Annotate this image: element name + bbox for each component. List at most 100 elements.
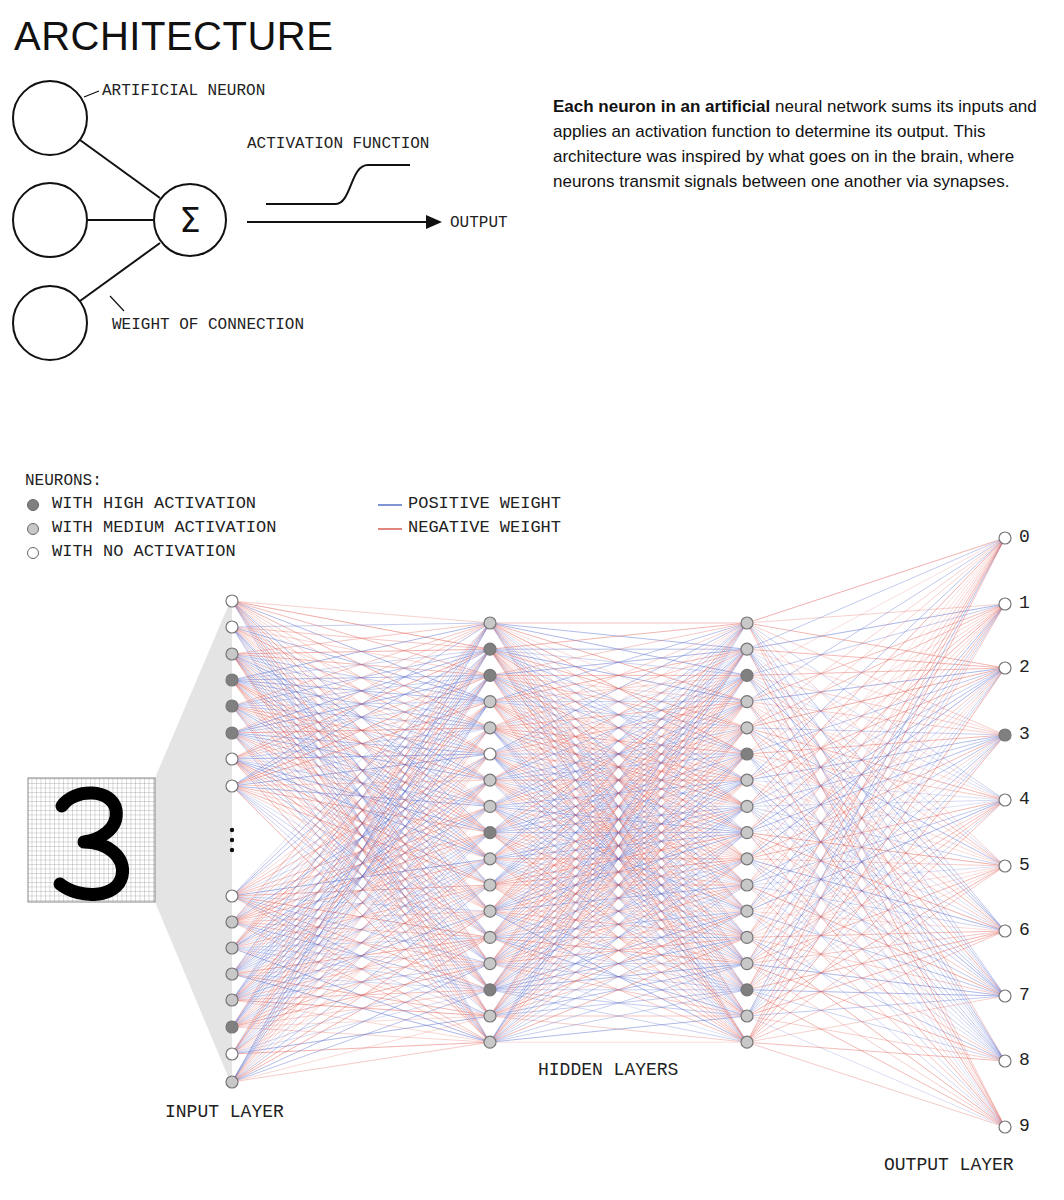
legend-text: NEGATIVE WEIGHT bbox=[408, 518, 561, 538]
weight-line bbox=[747, 538, 1005, 937]
weight-line bbox=[490, 623, 747, 1042]
weight-line bbox=[747, 859, 1005, 996]
legend-text: WITH HIGH ACTIVATION bbox=[52, 494, 256, 514]
weight-line bbox=[232, 654, 490, 937]
weight-line bbox=[747, 885, 1005, 1061]
network-neuron bbox=[741, 958, 753, 970]
input-neuron bbox=[13, 286, 87, 360]
weight-line bbox=[747, 668, 1005, 937]
description-paragraph: Each neuron in an artificial neural netw… bbox=[553, 94, 1058, 194]
weight-line bbox=[490, 911, 747, 1042]
weight-line bbox=[232, 806, 490, 1082]
class-digit: 7 bbox=[1019, 985, 1030, 1007]
weight-line bbox=[232, 1042, 490, 1082]
weight-line bbox=[232, 649, 490, 786]
weight-line bbox=[747, 866, 1005, 1042]
network-neuron bbox=[741, 669, 753, 681]
weight-line bbox=[747, 800, 1005, 1016]
weight-line bbox=[490, 623, 747, 649]
network-neuron bbox=[741, 748, 753, 760]
weight-line bbox=[747, 735, 1005, 1042]
weight-line bbox=[490, 728, 747, 1042]
weight-line bbox=[232, 859, 490, 1082]
network-neuron bbox=[226, 1048, 238, 1060]
weight-line bbox=[747, 702, 1005, 996]
legend-text: WITH MEDIUM ACTIVATION bbox=[52, 518, 276, 538]
legend-swatch bbox=[27, 523, 39, 535]
weight-line bbox=[490, 649, 747, 1042]
weight-line bbox=[747, 702, 1005, 1061]
network-neuron bbox=[999, 532, 1011, 544]
weight-line bbox=[490, 623, 747, 675]
weight-line bbox=[747, 964, 1005, 1127]
weight-line bbox=[490, 728, 747, 1042]
ellipsis-dot bbox=[230, 848, 234, 852]
weight-line bbox=[747, 604, 1005, 702]
network-neuron bbox=[999, 1055, 1011, 1067]
weight-line bbox=[490, 623, 747, 833]
weight-line bbox=[490, 964, 747, 1043]
weight-line bbox=[747, 735, 1005, 964]
weight-line bbox=[747, 604, 1005, 911]
weight-line bbox=[232, 754, 490, 1054]
weight-line bbox=[490, 702, 747, 1043]
weight-line bbox=[232, 728, 490, 1054]
weight-line bbox=[490, 990, 747, 1042]
class-digit: 5 bbox=[1019, 855, 1030, 877]
input-neuron bbox=[13, 81, 87, 155]
description-lead: Each neuron in an artificial bbox=[553, 97, 770, 116]
weight-line bbox=[747, 623, 1005, 1061]
weight-line bbox=[747, 990, 1005, 996]
weight-line bbox=[232, 654, 490, 1016]
input-neuron bbox=[13, 183, 87, 257]
network-neuron bbox=[999, 598, 1011, 610]
weight-line bbox=[747, 675, 1005, 1061]
network-neuron bbox=[226, 890, 238, 902]
network-neuron bbox=[226, 727, 238, 739]
weight-line bbox=[747, 604, 1005, 990]
weight-line bbox=[747, 931, 1005, 1042]
class-digit: 3 bbox=[1019, 724, 1030, 746]
weight-line bbox=[747, 538, 1005, 780]
leader-line bbox=[110, 296, 124, 311]
network-neuron bbox=[999, 925, 1011, 937]
weight-line bbox=[490, 780, 747, 1042]
legend-line-sample bbox=[378, 528, 402, 530]
digit-image bbox=[28, 778, 155, 902]
projection-band bbox=[155, 597, 232, 1086]
weight-line bbox=[232, 833, 490, 1082]
network-neuron bbox=[484, 774, 496, 786]
weight-line bbox=[232, 675, 490, 1054]
weight-line bbox=[232, 885, 490, 1082]
network-neuron bbox=[226, 916, 238, 928]
weight-line bbox=[490, 623, 747, 1042]
weight-line bbox=[747, 1042, 1005, 1127]
callout-label: WEIGHT OF CONNECTION bbox=[112, 316, 304, 335]
ellipsis-dot bbox=[230, 838, 234, 842]
weight-line bbox=[747, 604, 1005, 833]
weight-line bbox=[490, 623, 747, 937]
weight-line bbox=[490, 623, 747, 937]
weight-lines bbox=[232, 538, 1005, 1127]
weight-line bbox=[747, 735, 1005, 1016]
network-neuron bbox=[741, 827, 753, 839]
weight-line bbox=[490, 990, 747, 1042]
weight-line bbox=[747, 702, 1005, 1127]
weight-line bbox=[747, 538, 1005, 675]
network-neuron bbox=[741, 853, 753, 865]
class-digit: 4 bbox=[1019, 789, 1030, 811]
weight-line bbox=[747, 604, 1005, 937]
weight-line bbox=[232, 702, 490, 1054]
network-neuron bbox=[741, 905, 753, 917]
weight-line bbox=[490, 937, 747, 1042]
title: ARCHITECTURE bbox=[14, 14, 333, 59]
network-neuron bbox=[484, 669, 496, 681]
network-neuron bbox=[226, 700, 238, 712]
weight-line bbox=[490, 623, 747, 780]
network-neuron bbox=[741, 1010, 753, 1022]
weight-line bbox=[490, 623, 747, 780]
weight-line bbox=[747, 1042, 1005, 1061]
weight-line bbox=[232, 627, 490, 1042]
network-neuron bbox=[741, 879, 753, 891]
weight-line bbox=[232, 623, 490, 1054]
